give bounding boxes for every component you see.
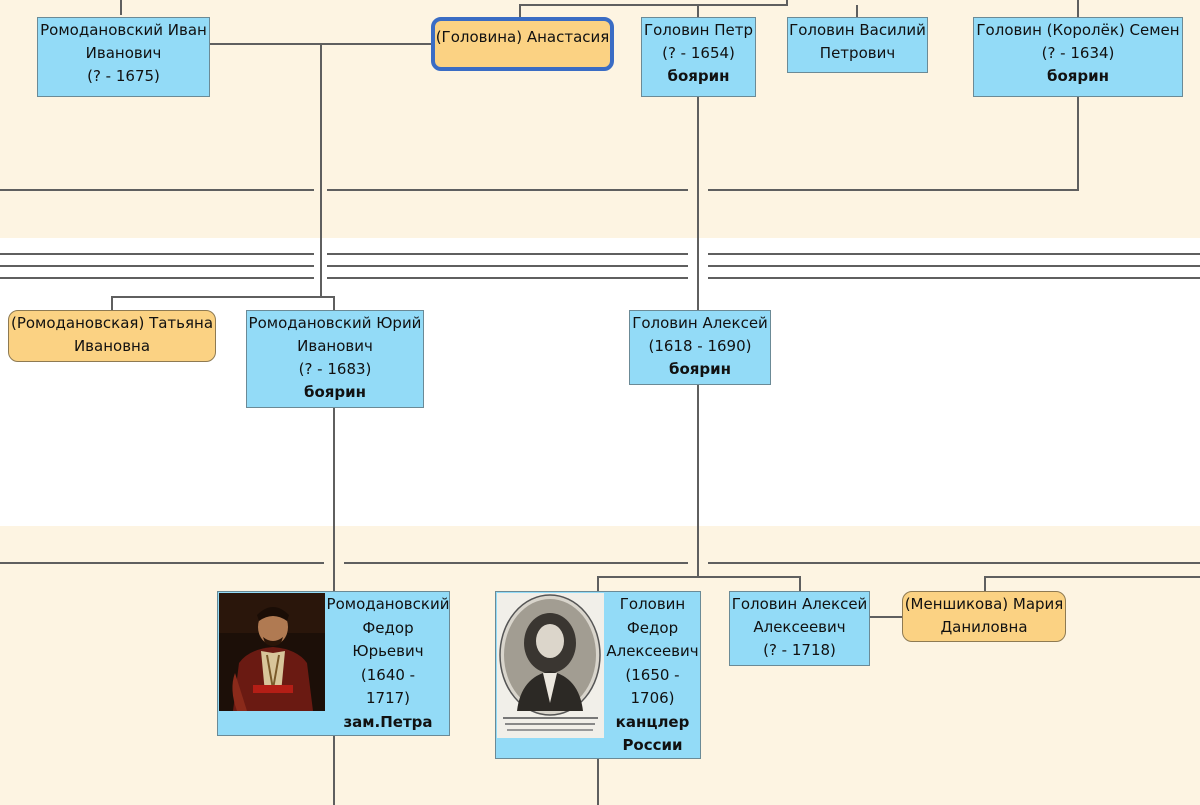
person-golovina-anastasia[interactable]: (Головина) Анастасия bbox=[431, 17, 614, 71]
person-patronymic: Петрович bbox=[819, 44, 896, 62]
person-title: боярин bbox=[1046, 67, 1110, 85]
person-dates-end: 1717) bbox=[365, 689, 411, 707]
person-golovin-fedor[interactable]: Головин Федор Алексеевич (1650 - 1706) к… bbox=[495, 591, 701, 759]
person-name: Головин Алексей bbox=[632, 314, 768, 332]
person-name: (Головина) Анастасия bbox=[435, 28, 610, 46]
person-romodanovsky-ivan[interactable]: Ромодановский Иван Иванович (? - 1675) bbox=[37, 17, 210, 97]
person-patronymic: Юрьевич bbox=[352, 642, 424, 660]
person-dates: (? - 1683) bbox=[298, 360, 372, 378]
person-title: боярин bbox=[303, 383, 367, 401]
person-text: Головин Федор Алексеевич (1650 - 1706) к… bbox=[604, 593, 701, 758]
person-dates: (1618 - 1690) bbox=[648, 337, 752, 355]
portrait-engraving bbox=[497, 593, 604, 738]
generation-band-2 bbox=[0, 238, 1200, 526]
person-dates: (? - 1718) bbox=[763, 641, 836, 659]
person-dates-end: 1706) bbox=[630, 689, 675, 707]
person-patronymic: Алексеевич bbox=[753, 618, 846, 636]
person-name-2: Федор bbox=[362, 618, 414, 637]
person-golovin-alexey[interactable]: Головин Алексей (1618 - 1690) боярин bbox=[629, 310, 771, 385]
person-golovin-petr[interactable]: Головин Петр (? - 1654) боярин bbox=[641, 17, 756, 97]
person-patronymic: Алексеевич bbox=[606, 642, 699, 660]
person-dates: (? - 1675) bbox=[87, 67, 160, 85]
person-patronymic: Ивановна bbox=[73, 337, 151, 355]
person-name: Ромодановский bbox=[326, 595, 450, 613]
person-golovin-semen[interactable]: Головин (Королёк) Семен (? - 1634) бояри… bbox=[973, 17, 1183, 97]
person-dates: (? - 1634) bbox=[1041, 44, 1115, 62]
person-menshikova-maria[interactable]: (Меншикова) Мария Даниловна bbox=[902, 591, 1066, 642]
person-name: Ромодановский Иван bbox=[40, 21, 207, 39]
person-patronymic: Иванович bbox=[297, 337, 373, 355]
person-patronymic: Иванович bbox=[85, 44, 162, 62]
person-title-2: России bbox=[622, 736, 683, 754]
person-name: Головин Алексей bbox=[731, 595, 868, 613]
person-name: (Меншикова) Мария bbox=[904, 595, 1064, 613]
person-name: Головин Василий bbox=[789, 21, 926, 39]
person-dates-start: (1640 - bbox=[360, 665, 416, 684]
person-dates-start: (1650 - bbox=[625, 665, 680, 684]
person-golovin-alexey-jr[interactable]: Головин Алексей Алексеевич (? - 1718) bbox=[729, 591, 870, 666]
person-name: Головин bbox=[619, 595, 686, 613]
person-dates: (? - 1654) bbox=[662, 44, 735, 62]
person-name: (Ромодановская) Татьяна bbox=[10, 314, 214, 332]
person-title: боярин bbox=[668, 360, 732, 378]
person-name: Ромодановский Юрий bbox=[248, 314, 422, 332]
person-title: канцлер bbox=[615, 712, 690, 731]
person-text: Ромодановский Федор Юрьевич (1640 - 1717… bbox=[326, 593, 450, 734]
person-title: зам.Петра bbox=[343, 712, 433, 731]
person-name: Головин (Королёк) Семен bbox=[976, 21, 1180, 39]
portrait-painting bbox=[219, 593, 325, 711]
person-romodanovskaya-tatiana[interactable]: (Ромодановская) Татьяна Ивановна bbox=[8, 310, 216, 362]
person-romodanovsky-fedor[interactable]: Ромодановский Федор Юрьевич (1640 - 1717… bbox=[217, 591, 450, 736]
person-title: боярин bbox=[667, 67, 730, 85]
person-patronymic: Даниловна bbox=[940, 618, 1028, 636]
person-name: Головин Петр bbox=[643, 21, 754, 39]
person-golovin-vasily[interactable]: Головин Василий Петрович bbox=[787, 17, 928, 73]
person-romodanovsky-yury[interactable]: Ромодановский Юрий Иванович (? - 1683) б… bbox=[246, 310, 424, 408]
person-name-2: Федор bbox=[626, 618, 679, 637]
